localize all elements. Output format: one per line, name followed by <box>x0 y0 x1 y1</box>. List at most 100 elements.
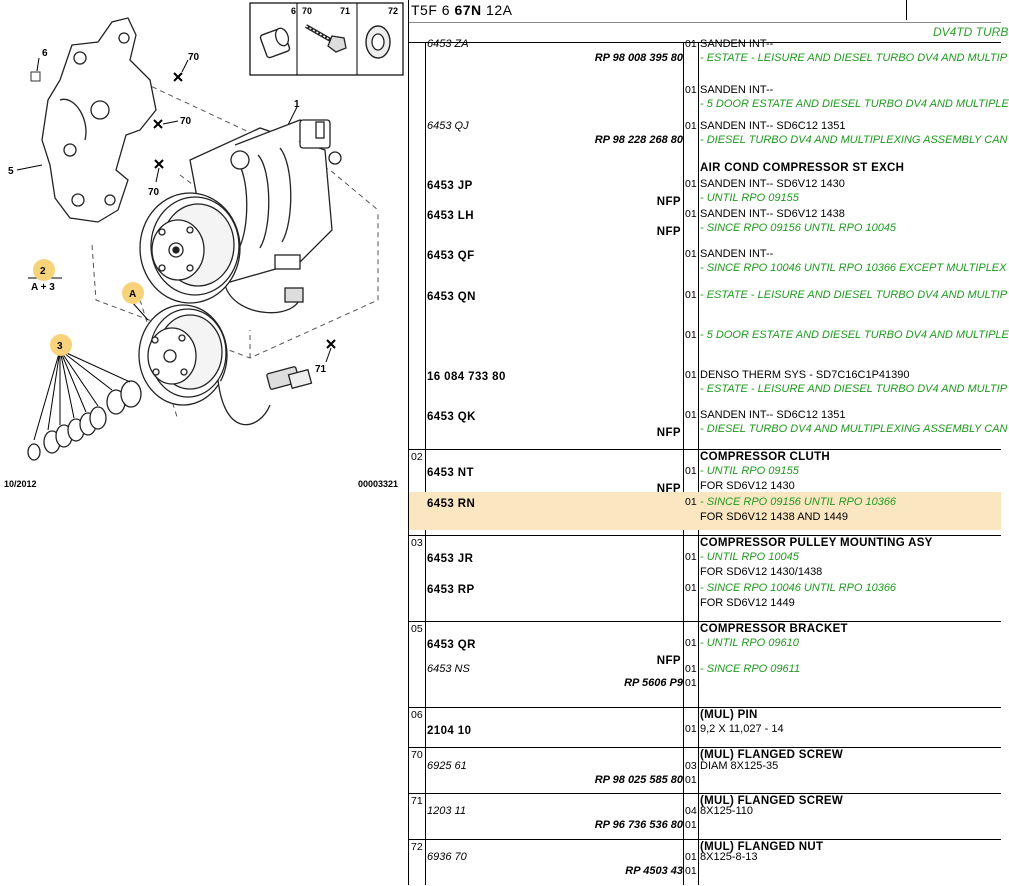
group-number: 05 <box>411 623 423 635</box>
quantity: 01 <box>685 329 697 341</box>
group-number: 03 <box>411 537 423 549</box>
applicability-note: - 5 DOOR ESTATE AND DIESEL TURBO DV4 AND… <box>700 329 1009 341</box>
col-rule-1 <box>425 42 426 885</box>
applicability-note: - SINCE RPO 09156 UNTIL RPO 10366 <box>700 496 897 508</box>
rp-number: RP 98 025 585 80 <box>594 774 683 786</box>
pin-6 <box>30 71 41 82</box>
applicability-note: - ESTATE - LEISURE AND DIESEL TURBO DV4 … <box>700 52 1008 64</box>
row-rule-top <box>409 42 1001 43</box>
part-reference: 6453 RP <box>427 584 475 596</box>
part-reference: 6453 NS <box>427 663 470 675</box>
callout-1: 1 <box>294 99 300 110</box>
group-block <box>409 839 1001 886</box>
quantity: 01 <box>685 409 697 421</box>
applicability-note: - DIESEL TURBO DV4 AND MULTIPLEXING ASSE… <box>700 423 1008 435</box>
header-box <box>906 0 1002 20</box>
group-title: (MUL) FLANGED SCREW <box>700 795 844 807</box>
legend-6: 6 <box>291 6 296 16</box>
engine-label: DV4TD TURB <box>933 25 1009 39</box>
quantity-2: 01 <box>685 819 697 831</box>
group-block <box>409 535 1001 622</box>
quantity: 03 <box>685 760 697 772</box>
screw-markers <box>153 72 336 349</box>
part-description: SANDEN INT-- <box>700 248 774 260</box>
quantity: 01 <box>685 289 697 301</box>
compressor-body <box>189 119 342 314</box>
pin-icon <box>259 27 291 59</box>
diagram-ref: 00003321 <box>358 479 398 489</box>
quantity: 01 <box>685 663 697 675</box>
nfp-marker: NFP <box>656 226 681 238</box>
quantity: 01 <box>685 84 697 96</box>
compressor-bracket <box>41 17 157 223</box>
applicability-note: - ESTATE - LEISURE AND DIESEL TURBO DV4 … <box>700 289 1008 301</box>
rp-number: RP 96 736 536 80 <box>594 819 683 831</box>
part-reference: 6453 NT <box>427 467 474 479</box>
part-reference: 6453 QJ <box>427 120 469 132</box>
group-title: (MUL) PIN <box>700 709 758 721</box>
group-title: (MUL) FLANGED SCREW <box>700 749 844 761</box>
compressor-pulley <box>139 192 241 304</box>
rp-number: RP 5606 P9 <box>624 677 683 689</box>
part-description: DIAM 8X125-35 <box>700 760 779 772</box>
applicability-note: - UNTIL RPO 09155 <box>700 465 799 477</box>
nfp-marker: NFP <box>656 483 681 495</box>
part-reference: 6453 LH <box>427 210 474 222</box>
selected-part-row[interactable] <box>409 492 1001 530</box>
applicability-note: - 5 DOOR ESTATE AND DIESEL TURBO DV4 AND… <box>700 98 1009 110</box>
rp-number: RP 98 008 395 80 <box>594 52 683 64</box>
compressor-clutch <box>138 304 313 426</box>
clutch-shims-set <box>27 380 142 461</box>
group-title: COMPRESSOR CLUTH <box>700 451 831 463</box>
part-reference: 6453 JP <box>427 180 473 192</box>
catalog-header: T5F 6 67N 12A <box>409 0 1001 23</box>
col-rule-3 <box>698 42 699 885</box>
part-description: 9,2 X 11,027 - 14 <box>700 723 784 735</box>
part-description: FOR SD6V12 1438 AND 1449 <box>700 511 848 523</box>
legend-72: 72 <box>388 6 398 16</box>
quantity-2: 01 <box>685 865 697 877</box>
part-description: SANDEN INT-- SD6C12 1351 <box>700 120 846 132</box>
quantity: 01 <box>685 851 697 863</box>
parts-list-panel: T5F 6 67N 12A DV4TD TURB 6453 ZA RP 98 00… <box>408 0 1009 886</box>
part-description: FOR SD6V12 1449 <box>700 597 795 609</box>
legend-70: 70 <box>302 6 312 16</box>
group-number: 72 <box>411 841 423 853</box>
quantity: 01 <box>685 208 697 220</box>
callout-2: 2 <box>40 266 46 277</box>
part-reference: 6453 QK <box>427 411 476 423</box>
group-block <box>409 449 1001 536</box>
quantity: 01 <box>685 369 697 381</box>
applicability-note: - UNTIL RPO 10045 <box>700 551 799 563</box>
part-description: SANDEN INT-- <box>700 84 774 96</box>
part-reference: 6453 RN <box>427 498 476 510</box>
parts-legend: 6 70 71 72 <box>249 2 404 76</box>
quantity: 01 <box>685 38 697 50</box>
part-reference: 6453 JR <box>427 553 474 565</box>
quantity: 01 <box>685 582 697 594</box>
subgroup-title: AIR COND COMPRESSOR ST EXCH <box>700 162 905 174</box>
group-number: 70 <box>411 749 423 761</box>
quantity: 01 <box>685 248 697 260</box>
part-description: FOR SD6V12 1430 <box>700 480 795 492</box>
part-reference: 6453 ZA <box>427 38 469 50</box>
callout-3: 3 <box>57 341 63 352</box>
part-reference: 2104 10 <box>427 725 472 737</box>
group-block <box>409 621 1001 708</box>
callout-2-badge <box>33 259 55 281</box>
group-title: COMPRESSOR BRACKET <box>700 623 848 635</box>
part-reference: 6936 70 <box>427 851 467 863</box>
quantity: 04 <box>685 805 697 817</box>
group-number: 06 <box>411 709 423 721</box>
quantity: 01 <box>685 178 697 190</box>
group-block <box>409 747 1001 794</box>
part-description: SANDEN INT-- SD6C12 1351 <box>700 409 846 421</box>
nfp-marker: NFP <box>656 655 681 667</box>
applicability-note: - ESTATE - LEISURE AND DIESEL TURBO DV4 … <box>700 383 1008 395</box>
catalog-code: T5F 6 67N 12A <box>411 2 513 18</box>
part-description: FOR SD6V12 1430/1438 <box>700 566 823 578</box>
part-description: SANDEN INT-- <box>700 38 774 50</box>
callout-6: 6 <box>42 48 48 59</box>
quantity: 01 <box>685 723 697 735</box>
callout-A-clutch: A <box>129 289 136 300</box>
